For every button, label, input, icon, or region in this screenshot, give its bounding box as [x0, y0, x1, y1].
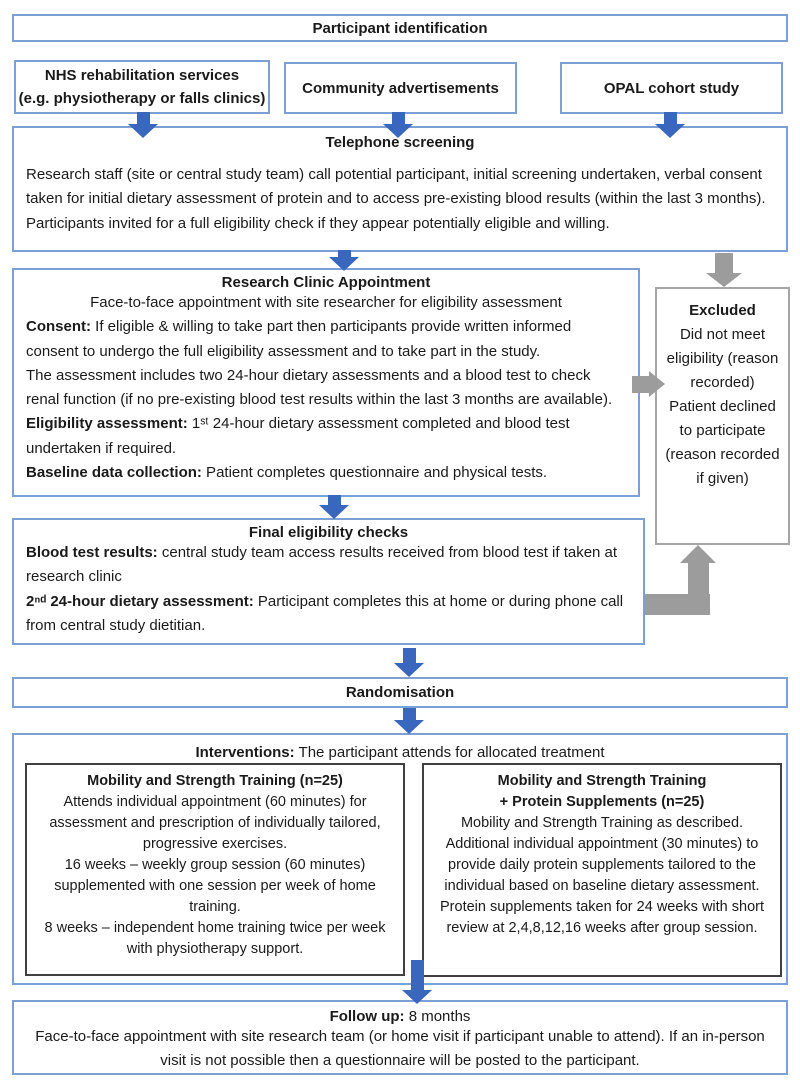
- eligibility-label: Eligibility assessment:: [26, 415, 188, 433]
- consent-label: Consent:: [26, 318, 91, 336]
- research-clinic-title: Research Clinic Appointment: [221, 274, 431, 291]
- dietary-assessment-text: Participant completes this at home or du…: [26, 592, 624, 634]
- interventions-heading: Interventions: The participant attends f…: [14, 744, 786, 761]
- blood-results-text: central study team access results receiv…: [26, 544, 618, 586]
- research-clinic-subtitle: Face-to-face appointment with site resea…: [90, 294, 562, 311]
- source-opal-label: OPAL cohort study: [603, 79, 740, 97]
- arm-protein-box: Mobility and Strength Training + Protein…: [422, 763, 782, 977]
- telephone-screening-box: Telephone screening Research staff (site…: [12, 126, 788, 252]
- arm-mobility-para-1: Attends individual appointment (60 minut…: [49, 794, 381, 853]
- final-eligibility-title: Final eligibility checks: [248, 524, 409, 541]
- blood-results-label: Blood test results:: [26, 544, 158, 561]
- arm-mobility-para-2: 16 weeks – weekly group session (60 minu…: [54, 857, 376, 916]
- down-arrow-icon: [394, 708, 424, 734]
- follow-up-box: Follow up: 8 months Face-to-face appoint…: [12, 1000, 788, 1075]
- research-clinic-eligibility: Eligibility assessment: 1ˢᵗ 24-hour diet…: [26, 412, 626, 461]
- final-eligibility-box: Final eligibility checks Blood test resu…: [12, 518, 645, 645]
- research-clinic-assessment: The assessment includes two 24-hour diet…: [26, 364, 626, 413]
- follow-up-label: Follow up:: [329, 1008, 405, 1025]
- baseline-text: Patient completes questionnaire and phys…: [201, 464, 548, 482]
- assessment-text: The assessment includes two 24-hour diet…: [26, 366, 613, 409]
- excluded-box: Excluded Did not meet eligibility (reaso…: [655, 287, 790, 545]
- source-nhs-line2: (e.g. physiotherapy or falls clinics): [18, 90, 266, 107]
- arm-protein-para-3: Protein supplements taken for 24 weeks w…: [440, 899, 764, 937]
- arm-protein-para-2: Additional individual appointment (30 mi…: [444, 836, 760, 895]
- research-clinic-consent: Consent: If eligible & willing to take p…: [26, 315, 626, 364]
- arm-mobility-para-3: 8 weeks – independent home training twic…: [44, 920, 386, 958]
- randomisation-title: Randomisation: [345, 684, 455, 701]
- down-arrow-icon: [400, 960, 434, 1004]
- final-eligibility-blood: Blood test results: central study team a…: [26, 541, 631, 590]
- excluded-title: Excluded: [689, 302, 756, 319]
- source-opal-box: OPAL cohort study: [560, 62, 783, 114]
- participant-identification-box: Participant identification: [12, 14, 788, 42]
- telephone-screening-body: Research staff (site or central study te…: [26, 166, 766, 232]
- source-nhs-box: NHS rehabilitation services (e.g. physio…: [14, 60, 270, 114]
- down-arrow-icon: [319, 495, 349, 519]
- research-clinic-baseline: Baseline data collection: Patient comple…: [26, 461, 626, 485]
- eligibility-text: 1ˢᵗ 24-hour dietary assessment completed…: [26, 415, 570, 457]
- excluded-right-arrow-icon: [632, 371, 665, 397]
- source-community-box: Community advertisements: [284, 62, 517, 114]
- excluded-reason-1: Did not meet eligibility (reason recorde…: [666, 326, 779, 391]
- down-arrow-icon: [128, 112, 158, 138]
- down-arrow-icon: [329, 250, 359, 271]
- excluded-up-arrowhead-icon: [680, 545, 716, 563]
- arm-mobility-box: Mobility and Strength Training (n=25) At…: [25, 763, 405, 976]
- source-community-label: Community advertisements: [302, 79, 499, 97]
- consent-text: If eligible & willing to take part then …: [26, 318, 572, 360]
- participant-identification-title: Participant identification: [312, 19, 488, 37]
- final-eligibility-dietary: 2ⁿᵈ 24-hour dietary assessment: Particip…: [26, 590, 631, 639]
- down-arrow-icon: [394, 648, 424, 677]
- research-clinic-box: Research Clinic Appointment Face-to-face…: [12, 268, 640, 497]
- follow-up-duration: 8 months: [404, 1008, 471, 1025]
- baseline-label: Baseline data collection:: [26, 464, 202, 482]
- telephone-screening-title: Telephone screening: [325, 134, 475, 151]
- down-arrow-icon: [655, 112, 685, 138]
- arm-protein-para-1: Mobility and Strength Training as descri…: [460, 815, 744, 832]
- source-nhs-line1: NHS rehabilitation services: [44, 66, 240, 84]
- interventions-text: The participant attends for allocated tr…: [294, 744, 605, 761]
- arm-protein-title-line1: Mobility and Strength Training: [497, 773, 707, 789]
- excluded-elbow-arrow-icon: [688, 561, 709, 615]
- excluded-down-arrow-icon: [706, 253, 742, 287]
- interventions-label: Interventions:: [195, 744, 295, 761]
- follow-up-body: Face-to-face appointment with site resea…: [35, 1028, 765, 1070]
- down-arrow-icon: [383, 112, 413, 138]
- dietary-assessment-label: 2ⁿᵈ 24-hour dietary assessment:: [26, 592, 254, 610]
- excluded-reason-2: Patient declined to participate (reason …: [665, 398, 780, 487]
- randomisation-box: Randomisation: [12, 677, 788, 708]
- arm-mobility-title: Mobility and Strength Training (n=25): [87, 773, 343, 789]
- follow-up-heading: Follow up: 8 months: [28, 1008, 772, 1025]
- arm-protein-title-line2: + Protein Supplements (n=25): [499, 794, 705, 811]
